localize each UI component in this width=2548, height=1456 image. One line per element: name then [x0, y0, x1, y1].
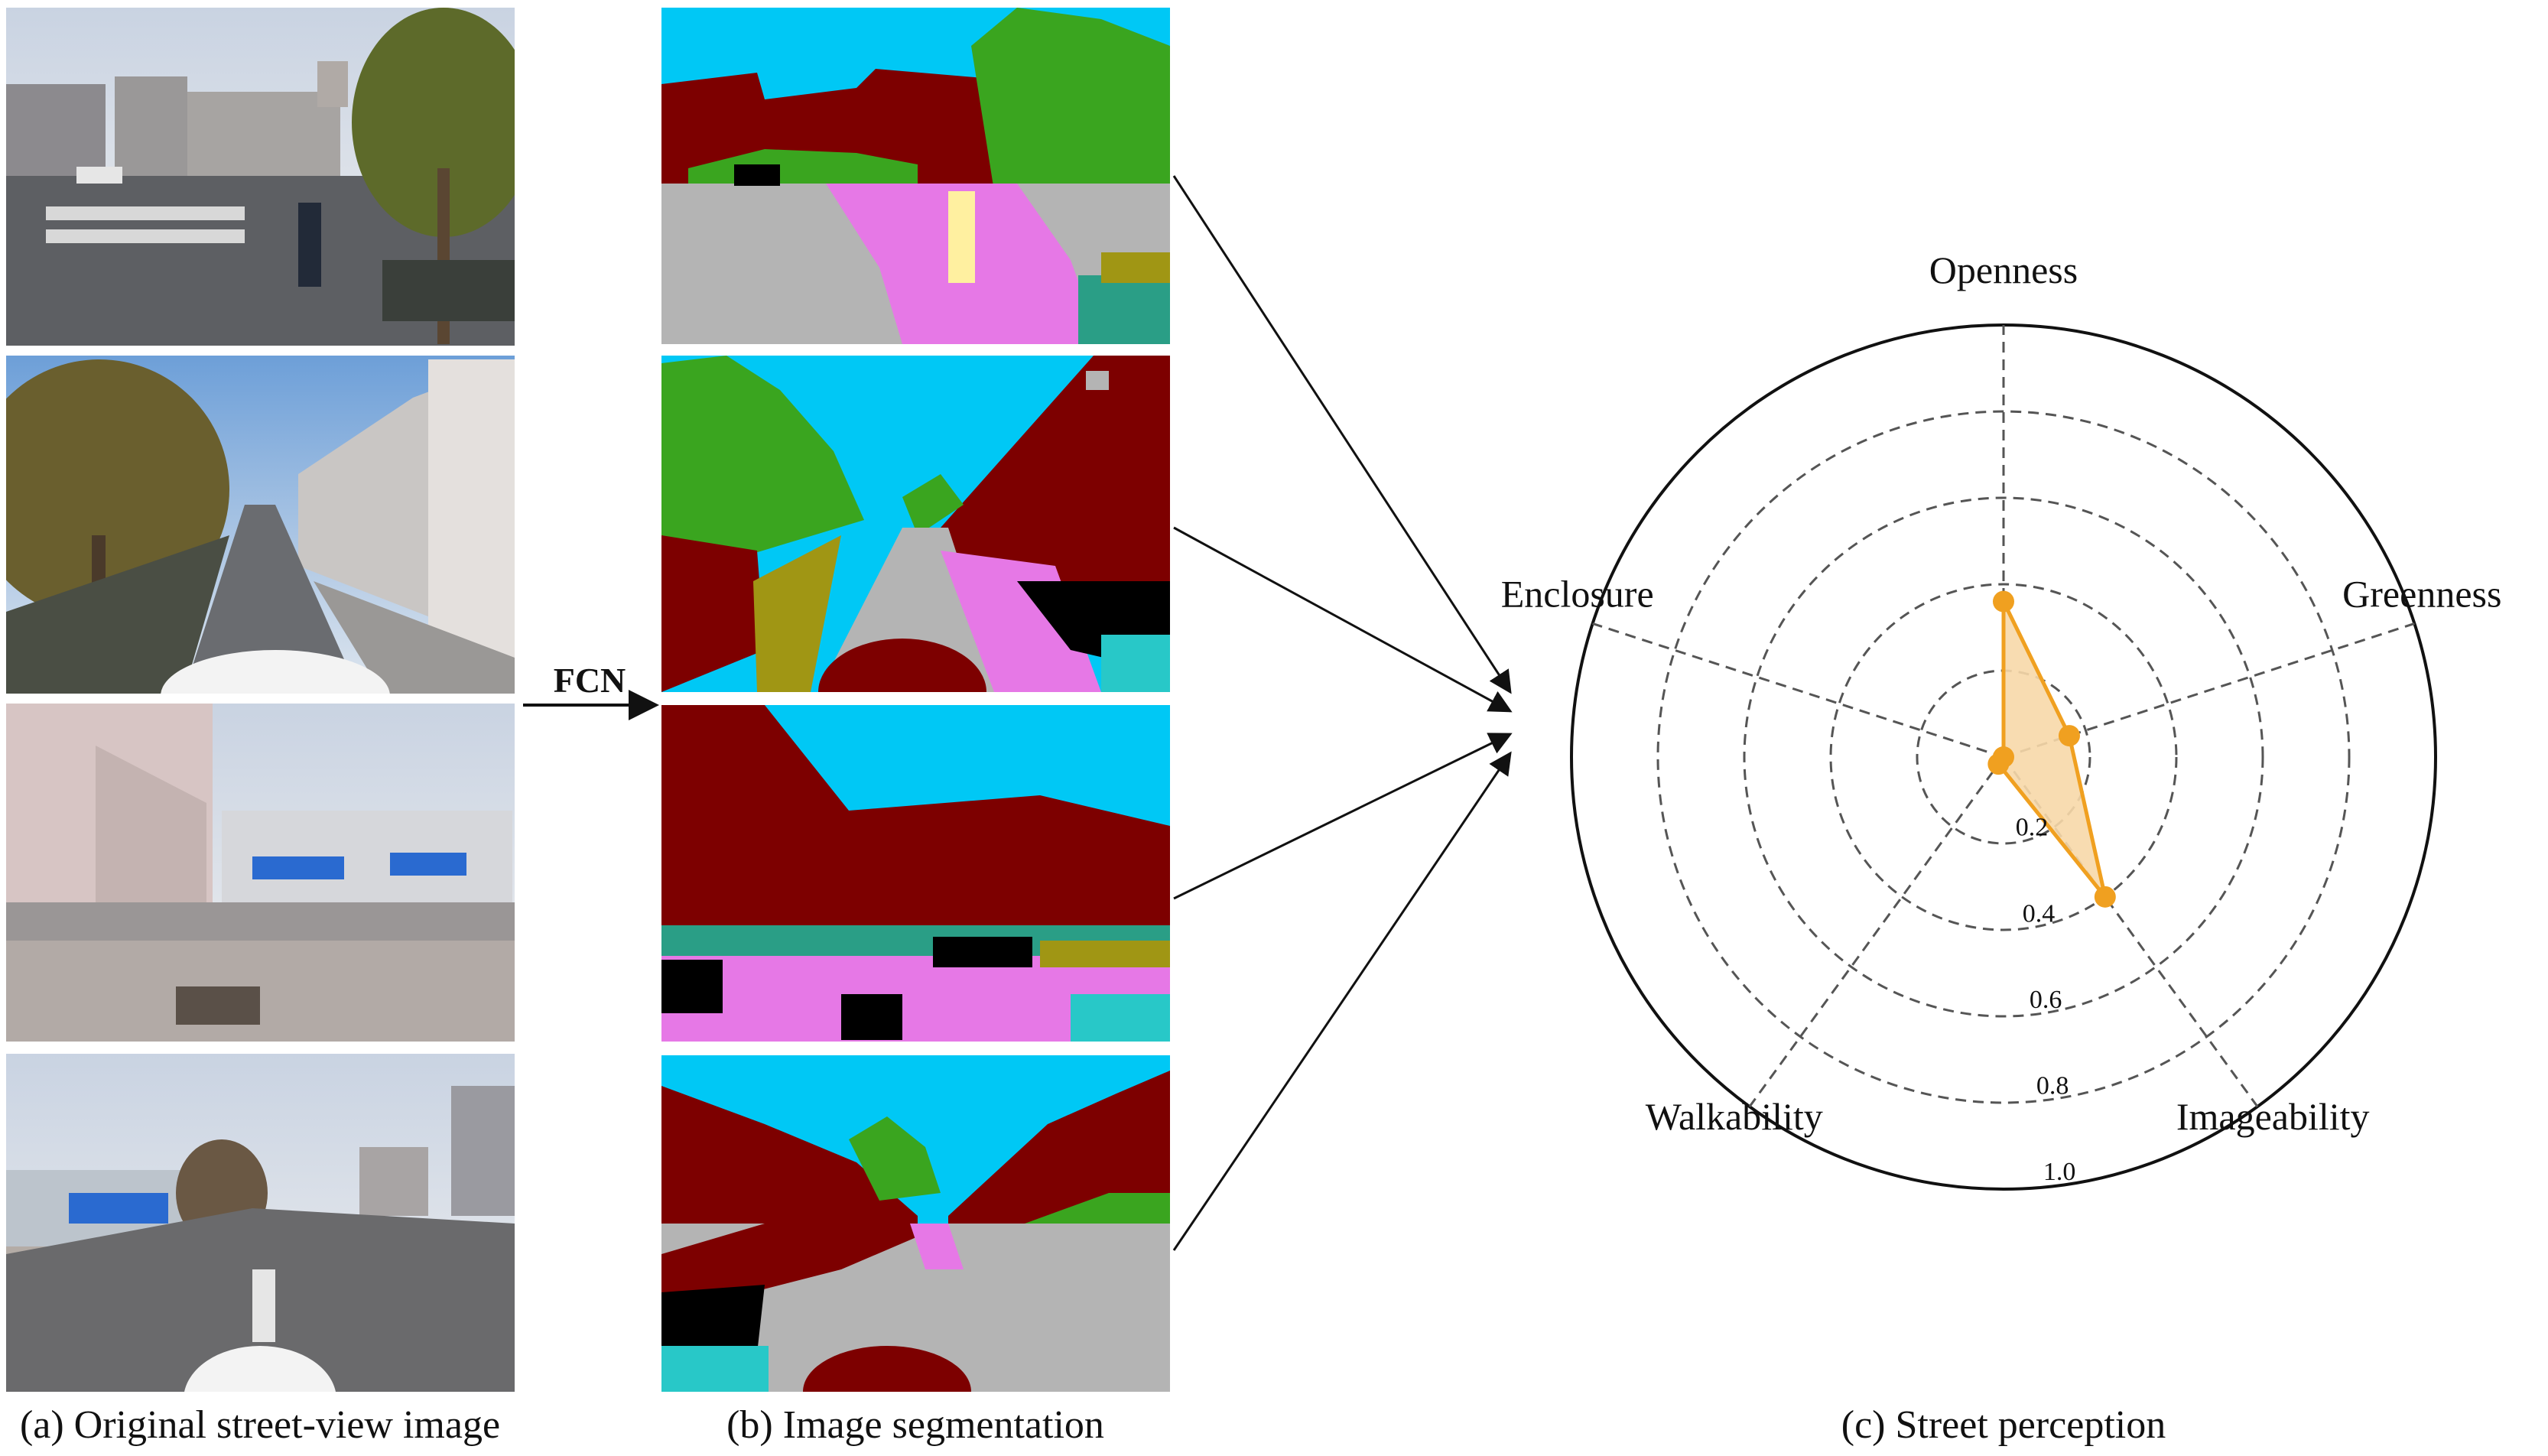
segmentation-map-1: [661, 8, 1170, 344]
street-view-photo-3: [6, 704, 515, 1042]
radar-data-point: [2058, 725, 2080, 747]
radar-tick-label: 0.8: [2036, 1072, 2069, 1100]
radar-tick-label: 0.2: [2016, 814, 2049, 842]
radar-data-polygon: [1996, 600, 2108, 899]
radar-data-point: [2094, 886, 2116, 908]
radar-spoke: [1592, 622, 2004, 759]
caption-b: (b) Image segmentation: [726, 1403, 1104, 1447]
radar-data-point: [1993, 590, 2014, 613]
radar-axis-label-greenness: Greenness: [2342, 572, 2501, 615]
radar-tick-label: 1.0: [2043, 1158, 2076, 1186]
radar-tick-label: 0.4: [2023, 899, 2056, 928]
radar-data-point: [1993, 746, 2014, 768]
converging-arrows: [1172, 175, 1513, 1251]
radar-grid-ring: [1656, 410, 2351, 1104]
radar-grid-ring: [1743, 496, 2264, 1018]
radar-axis-label-imageability: Imageability: [2176, 1095, 2370, 1138]
street-view-photo-2: [6, 356, 515, 694]
radar-axis-label-openness: Openness: [1929, 249, 2078, 291]
caption-c: (c) Street perception: [1841, 1403, 2166, 1447]
radar-grid-ring: [1829, 583, 2178, 931]
street-view-photo-1: [6, 8, 515, 346]
radar-axis-label-walkability: Walkability: [1646, 1095, 1823, 1138]
fcn-arrow: FCN: [523, 661, 659, 720]
segmentation-map-3: [661, 705, 1170, 1042]
radar-spoke: [1748, 756, 2005, 1107]
fcn-label: FCN: [554, 661, 626, 700]
segmentation-maps: [661, 8, 1170, 1392]
street-view-photos: [6, 8, 515, 1392]
segmentation-map-2: [661, 356, 1170, 692]
radar-tick-label: 0.6: [2030, 986, 2062, 1014]
segmentation-map-4: [661, 1055, 1170, 1392]
radar-axis-label-enclosure: Enclosure: [1501, 572, 1654, 615]
radar-chart: 0.2 0.4 0.6 0.8 1.0 OpennessGreennessImageabi…: [1501, 249, 2501, 1191]
caption-a: (a) Original street-view image: [20, 1403, 500, 1447]
street-view-photo-4: [6, 1054, 515, 1392]
